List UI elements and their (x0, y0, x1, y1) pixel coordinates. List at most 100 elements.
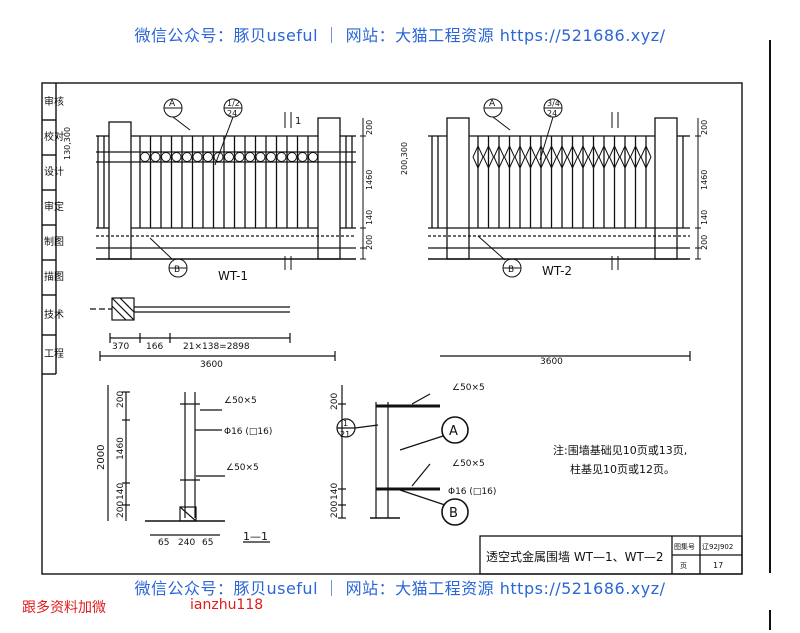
wt1-callout-a: A (169, 99, 176, 109)
wt2-dim-right-1: 200 (700, 120, 709, 135)
fence-diamond (545, 144, 558, 170)
fence-ring (224, 152, 234, 162)
set-label: 图集号 (674, 542, 695, 551)
fence-ring (308, 152, 318, 162)
wt1-section-mark: 1 (295, 116, 301, 127)
fence-diamond (493, 144, 505, 170)
fence-diamond (514, 144, 526, 170)
wt1-dim-right-1: 200 (365, 120, 374, 135)
note-line-2: 柱基见10页或12页。 (570, 462, 675, 476)
fence-diamond (629, 144, 642, 170)
section-1-1 (107, 385, 270, 543)
wt2-dim-right-4: 200 (700, 235, 709, 250)
wt2-callout-b: B (508, 265, 514, 275)
sidebar-label: 制图 (44, 235, 64, 248)
page-label: 页 (680, 562, 687, 570)
fence-diamond (640, 144, 652, 170)
fence-diamond (482, 144, 495, 170)
sec-h3: 140 (116, 483, 126, 500)
sidebar-label: 校对 (44, 130, 64, 143)
det-h2: 200 (330, 501, 340, 518)
fence-ring (266, 152, 276, 162)
fence-ring (297, 152, 308, 162)
fence-ring (255, 152, 266, 162)
wt2-dim-right-2: 1460 (700, 170, 709, 190)
wt2-callout-detail: 3/4 (547, 99, 560, 108)
watermark-bottom: 微信公众号：豚贝useful ｜ 网站：大猫工程资源 https://52168… (134, 579, 666, 598)
fence-ring (150, 152, 161, 162)
det-h1: 200 (330, 393, 340, 410)
sec-angle2: ∠50×5 (226, 463, 259, 473)
wt1-callout-detail: 1/2 (227, 99, 240, 108)
plan-total-right: 3600 (540, 357, 563, 367)
plan-dim-1: 370 (112, 342, 129, 352)
fence-diamond (566, 144, 579, 170)
fence-ring (287, 152, 297, 162)
fence-diamond (524, 144, 537, 170)
sec-title: 1—1 (243, 530, 268, 543)
sec-h2: 1460 (116, 437, 126, 460)
fence-ring (276, 152, 287, 162)
wt1-elevation (96, 117, 356, 260)
sidebar-label: 技术 (44, 308, 64, 321)
plan-dim-3: 21×138=2898 (183, 342, 250, 352)
fence-diamond (619, 144, 631, 170)
wt2-dim-left-top: 200,300 (400, 142, 409, 175)
page-value: 17 (713, 561, 723, 570)
fence-ring (234, 152, 245, 162)
note-line-1: 注:围墙基础见10页或13页, (553, 443, 687, 457)
fence-diamond (577, 144, 589, 170)
fence-ring (161, 152, 171, 162)
det-angle2: ∠50×5 (452, 459, 485, 469)
det-ref-sub: 21 (340, 430, 350, 439)
wt1-dim-left-top: 130,300 (63, 127, 72, 160)
wt1-dim-right-4: 200 (365, 235, 374, 250)
fence-ring (245, 152, 255, 162)
fence-diamond (608, 144, 621, 170)
fence-diamond (472, 144, 484, 170)
fence-diamond (598, 144, 610, 170)
sec-h1: 200 (116, 391, 126, 408)
plan-total: 3600 (200, 360, 223, 370)
fence-diamond (535, 144, 547, 170)
det-ref: 1 (343, 419, 348, 428)
det-bar2: Φ16 (□16) (448, 487, 496, 497)
sec-bar: Φ16 (□16) (224, 427, 272, 437)
plan-dim-2: 166 (146, 342, 163, 352)
sidebar-labels: 审核 校对 设计 审定 制图 描图 技术 工程 (44, 95, 64, 360)
det-circle-b: B (449, 506, 458, 521)
sec-height-total: 2000 (96, 445, 107, 470)
wt2-callout-detail-sub: 24 (547, 109, 557, 118)
sidebar-label: 工程 (44, 348, 64, 360)
wt1-dim-right-3: 140 (365, 210, 374, 225)
fence-ring (192, 152, 203, 162)
fence-ring (182, 152, 192, 162)
title-block (479, 535, 743, 575)
fence-diamond (556, 144, 568, 170)
sec-h4: 200 (116, 501, 126, 518)
plan-view (90, 297, 691, 361)
wt1-callout-detail-sub: 24 (227, 109, 237, 118)
wt1-callout-b: B (174, 265, 180, 275)
wt2-label: WT-2 (542, 264, 572, 278)
fence-ring (203, 152, 213, 162)
det-h3: 140 (330, 483, 340, 500)
wt2-callout-a: A (489, 99, 496, 109)
wt2-dim-right-3: 140 (700, 210, 709, 225)
detail-ab (336, 385, 469, 526)
watermark-top: 微信公众号：豚贝useful ｜ 网站：大猫工程资源 https://52168… (134, 26, 666, 45)
sidebar-label: 描图 (44, 270, 64, 283)
footer-contact-id: ianzhu118 (190, 597, 264, 613)
wt1-label: WT-1 (218, 269, 248, 283)
sec-base-2: 240 (178, 538, 195, 548)
sec-angle1: ∠50×5 (224, 396, 257, 406)
sidebar-label: 审核 (44, 95, 64, 108)
sidebar-label: 设计 (44, 165, 64, 178)
title-text: 透空式金属围墙 WT—1、WT—2 (486, 549, 663, 564)
fence-ring (213, 152, 224, 162)
det-angle1: ∠50×5 (452, 383, 485, 393)
wt2-elevation (428, 117, 690, 260)
sec-base-3: 65 (202, 538, 213, 548)
sec-base-1: 65 (158, 538, 169, 548)
